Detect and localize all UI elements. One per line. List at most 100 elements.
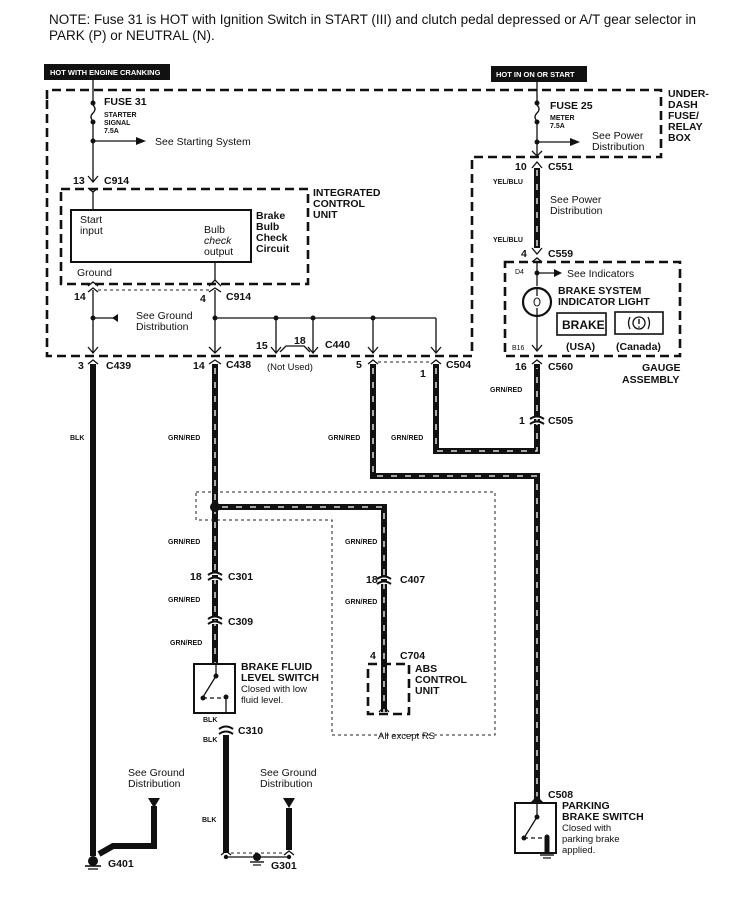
svg-text:C504: C504 — [446, 359, 471, 371]
svg-text:C551: C551 — [548, 161, 573, 173]
svg-text:output: output — [204, 246, 233, 258]
svg-text:Distribution: Distribution — [128, 778, 181, 790]
svg-text:BRAKE SWITCH: BRAKE SWITCH — [562, 811, 644, 823]
brake-usa-symbol — [556, 312, 607, 336]
svg-text:See Ground: See Ground — [128, 767, 185, 779]
svg-text:C508: C508 — [548, 789, 573, 801]
svg-text:C704: C704 — [400, 650, 425, 662]
svg-text:See Starting System: See Starting System — [155, 136, 251, 148]
icu-outline — [59, 187, 310, 286]
svg-text:GRN/RED: GRN/RED — [168, 597, 200, 604]
svg-text:ABS: ABS — [415, 663, 437, 675]
underdash-fuse-box-label: UNDER- DASH FUSE/ RELAY BOX — [668, 88, 709, 144]
svg-text:FUSE 25: FUSE 25 — [550, 100, 593, 112]
svg-text:ASSEMBLY: ASSEMBLY — [622, 374, 679, 386]
svg-text:C505: C505 — [548, 415, 573, 427]
arrow-icon — [570, 138, 580, 146]
abs-option-outline — [195, 491, 496, 736]
svg-text:LEVEL SWITCH: LEVEL SWITCH — [241, 672, 319, 684]
svg-text:CONTROL: CONTROL — [313, 198, 365, 210]
arrowheads — [87, 346, 442, 355]
svg-text:Start: Start — [80, 214, 102, 226]
svg-text:C301: C301 — [228, 571, 253, 583]
ground-arrow-icon — [112, 314, 118, 322]
svg-text:13: 13 — [73, 175, 85, 187]
power-ref-2: See Power Distribution — [550, 194, 603, 217]
svg-text:1: 1 — [519, 415, 525, 427]
hot-label-left: HOT WITH ENGINE CRANKING — [44, 64, 170, 80]
svg-text:Bulb: Bulb — [256, 221, 279, 233]
svg-text:fluid level.: fluid level. — [241, 695, 283, 706]
svg-text:18: 18 — [294, 335, 306, 347]
ground-ref-icu: See Ground Distribution — [136, 310, 193, 333]
underdash-fuse-box-outline — [45, 88, 663, 358]
svg-text:FUSE 31: FUSE 31 — [104, 96, 147, 108]
wire-grn-red-abs: GRN/RED GRN/RED — [215, 504, 387, 712]
svg-text:parking brake: parking brake — [562, 834, 620, 845]
svg-text:GAUGE: GAUGE — [642, 362, 681, 374]
svg-text:See Power: See Power — [592, 130, 644, 142]
icu-texts: Start input Bulb check output Brake Bulb… — [77, 210, 290, 279]
wire-label: BLK — [70, 435, 84, 442]
svg-text:HOT WITH ENGINE CRANKING: HOT WITH ENGINE CRANKING — [50, 68, 161, 77]
svg-text:C560: C560 — [548, 361, 573, 373]
svg-text:Circuit: Circuit — [256, 243, 290, 255]
connector-c560: 16 C560 GRN/RED — [490, 359, 573, 394]
gauge-assembly-label: GAUGE ASSEMBLY — [622, 362, 681, 386]
svg-text:See Power: See Power — [550, 194, 602, 206]
svg-text:UNIT: UNIT — [313, 209, 338, 221]
svg-text:BRAKE: BRAKE — [562, 318, 605, 332]
svg-text:15: 15 — [256, 340, 268, 352]
svg-text:BLK: BLK — [203, 717, 217, 724]
connector-c310: BLK C310 BLK — [203, 717, 263, 744]
brake-bulb-check-circuit-box — [70, 209, 252, 263]
connector-c505: 1 C505 — [519, 415, 573, 427]
arrow-icon — [136, 137, 146, 145]
svg-text:UNIT: UNIT — [415, 685, 440, 697]
hot-label-right: HOT IN ON OR START — [491, 66, 587, 82]
svg-text:Distribution: Distribution — [592, 141, 645, 153]
svg-text:Closed with low: Closed with low — [241, 684, 307, 695]
svg-text:CONTROL: CONTROL — [415, 674, 467, 686]
svg-text:YEL/BLU: YEL/BLU — [493, 237, 523, 244]
wire-label: BLK — [202, 817, 216, 824]
ground-g401: See Ground Distribution G401 — [85, 767, 185, 870]
svg-text:HOT IN ON OR START: HOT IN ON OR START — [496, 70, 575, 79]
svg-text:Ground: Ground — [77, 267, 112, 279]
svg-text:RELAY: RELAY — [668, 121, 703, 133]
gauge-assembly-outline — [503, 260, 682, 358]
svg-text:INTEGRATED: INTEGRATED — [313, 187, 381, 199]
svg-text:G301: G301 — [271, 860, 297, 872]
wire-grn-red-c504-c560: GRN/RED — [391, 364, 540, 454]
connector-c914-bottom: 14 4 C914 — [74, 287, 251, 305]
svg-text:SIGNAL: SIGNAL — [104, 120, 131, 127]
note-text: NOTE: Fuse 31 is HOT with Ignition Switc… — [49, 12, 697, 43]
svg-text:INDICATOR LIGHT: INDICATOR LIGHT — [558, 296, 650, 308]
svg-text:3: 3 — [78, 360, 84, 372]
svg-text:C559: C559 — [548, 248, 573, 260]
svg-text:GRN/RED: GRN/RED — [328, 435, 360, 442]
brake-canada-symbol — [614, 311, 664, 335]
svg-text:METER: METER — [550, 115, 575, 122]
svg-text:4: 4 — [370, 650, 376, 662]
svg-text:C309: C309 — [228, 616, 253, 628]
svg-text:4: 4 — [200, 293, 206, 305]
svg-text:G401: G401 — [108, 858, 134, 870]
svg-text:(USA): (USA) — [566, 341, 595, 353]
svg-text:Bulb: Bulb — [204, 224, 225, 236]
svg-text:GRN/RED: GRN/RED — [490, 387, 522, 394]
svg-text:C407: C407 — [400, 574, 425, 586]
svg-text:UNDER-: UNDER- — [668, 88, 709, 100]
svg-text:Check: Check — [256, 232, 288, 244]
svg-text:C440: C440 — [325, 339, 350, 351]
ground-g301: See Ground Distribution G301 — [220, 767, 317, 872]
svg-text:BOX: BOX — [668, 132, 691, 144]
svg-text:Brake: Brake — [256, 210, 285, 222]
svg-text:C439: C439 — [106, 360, 131, 372]
brake-indicator-light: D4 See Indicators B16 BRAKE SYSTEM INDIC… — [512, 262, 664, 353]
connector-c309: C309 GRN/RED — [170, 615, 253, 647]
svg-text:Distribution: Distribution — [550, 205, 603, 217]
svg-text:BRAKE SYSTEM: BRAKE SYSTEM — [558, 285, 642, 297]
svg-text:C914: C914 — [104, 175, 129, 187]
svg-text:Closed with: Closed with — [562, 823, 611, 834]
